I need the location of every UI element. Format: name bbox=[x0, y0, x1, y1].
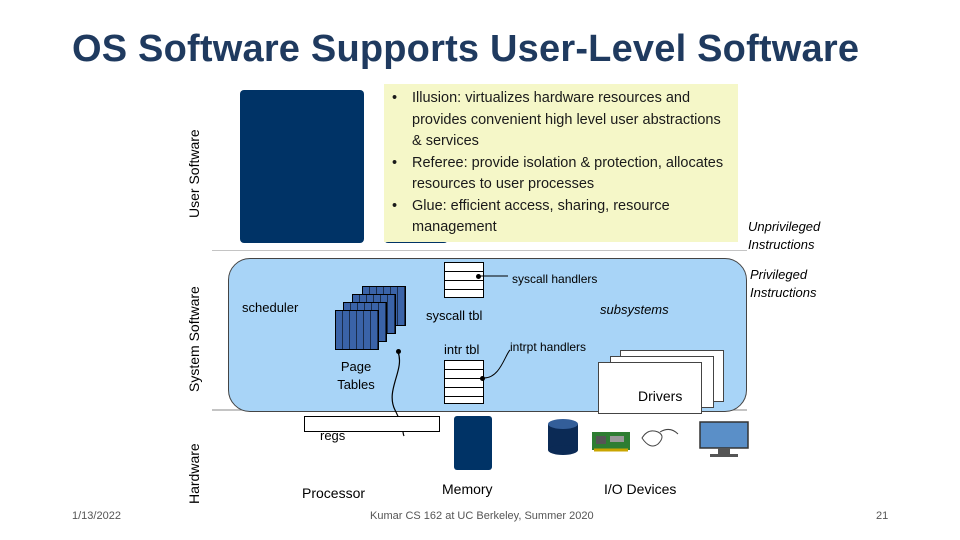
drivers-label: Drivers bbox=[638, 388, 683, 404]
registers-box bbox=[304, 416, 440, 432]
monitor-icon bbox=[699, 421, 749, 457]
user-app-block bbox=[240, 90, 364, 243]
page-table-pointer-dot bbox=[396, 349, 401, 354]
os-roles-callout: Illusion: virtualizes hardware resources… bbox=[384, 84, 738, 242]
interrupt-table bbox=[444, 360, 484, 404]
page-table-1 bbox=[335, 310, 379, 350]
footer-date: 1/13/2022 bbox=[72, 510, 121, 522]
intr-pointer-dot bbox=[480, 376, 485, 381]
intrpt-handlers-label: intrpt handlers bbox=[510, 340, 587, 354]
privileged-label: Privileged Instructions bbox=[750, 267, 817, 300]
io-devices-label: I/O Devices bbox=[604, 481, 677, 497]
intr-tbl-label: intr tbl bbox=[444, 342, 480, 357]
processor-label: Processor bbox=[302, 485, 366, 501]
disk-icon bbox=[548, 419, 578, 455]
driver-box-1 bbox=[598, 362, 702, 414]
syscall-table bbox=[444, 262, 484, 298]
footer-course: Kumar CS 162 at UC Berkeley, Summer 2020 bbox=[370, 510, 594, 522]
slide-title: OS Software Supports User-Level Software bbox=[72, 28, 860, 70]
callout-bullet-referee: Referee: provide isolation & protection,… bbox=[392, 153, 730, 196]
unprivileged-label: Unprivileged Instructions bbox=[748, 219, 821, 252]
scheduler-label: scheduler bbox=[242, 300, 299, 315]
syscall-handlers-label: syscall handlers bbox=[512, 272, 598, 286]
mouse-icon bbox=[641, 428, 679, 447]
syscall-tbl-label: syscall tbl bbox=[426, 308, 483, 323]
network-card-icon bbox=[592, 432, 630, 452]
regs-label: regs bbox=[320, 428, 346, 443]
page-tables-label: Page Tables bbox=[337, 359, 375, 392]
callout-bullet-glue: Glue: efficient access, sharing, resourc… bbox=[392, 196, 730, 239]
memory-label: Memory bbox=[442, 481, 493, 497]
footer-page-number: 21 bbox=[876, 510, 889, 522]
io-device-icons bbox=[548, 419, 749, 457]
subsystems-label: subsystems bbox=[600, 302, 669, 317]
callout-bullet-illusion: Illusion: virtualizes hardware resources… bbox=[392, 88, 730, 153]
syscall-pointer-dot bbox=[476, 274, 481, 279]
memory-icon bbox=[454, 416, 492, 470]
